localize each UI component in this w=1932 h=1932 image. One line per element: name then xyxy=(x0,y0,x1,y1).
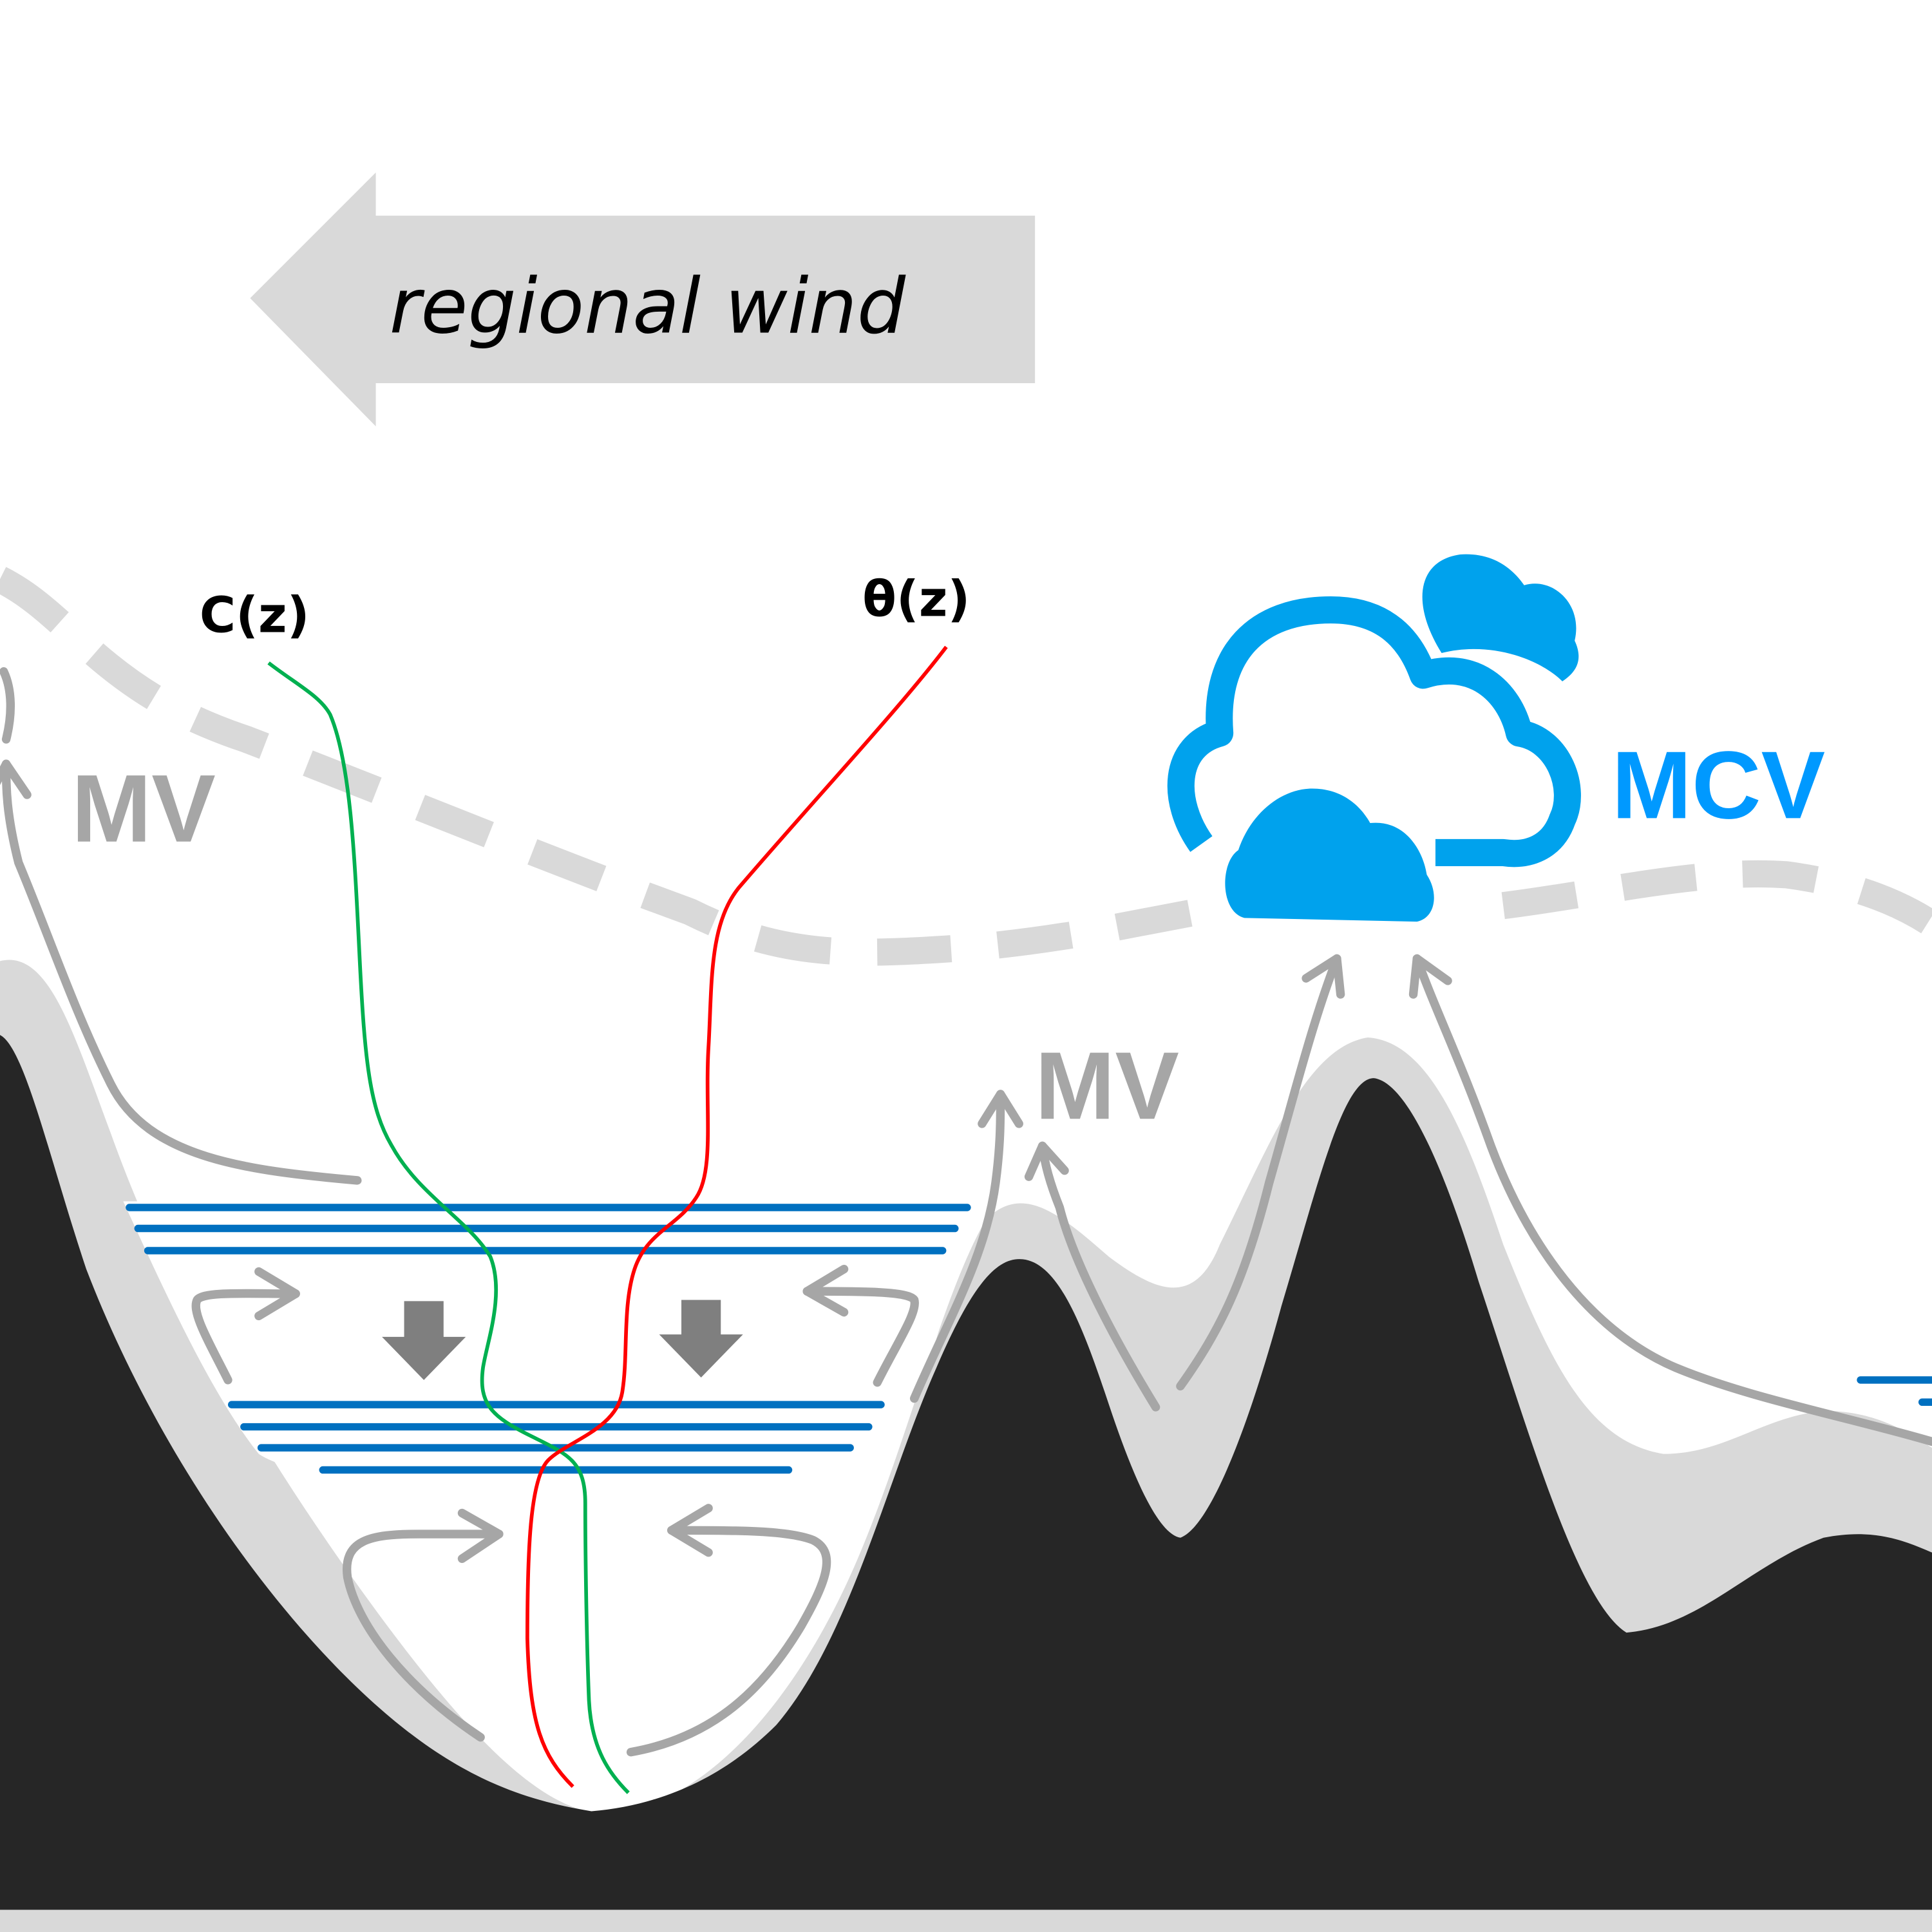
theta-profile-line xyxy=(526,645,948,1788)
valley-upper-air xyxy=(123,1201,974,1492)
down-arrow-icon xyxy=(659,1300,743,1378)
terrain xyxy=(0,1035,1932,1910)
regional-wind-label: regional wind xyxy=(390,262,906,351)
inversion-layers-right xyxy=(1857,1376,1932,1406)
mountain-venting-label-center: MV xyxy=(1035,1032,1179,1139)
arrowhead xyxy=(802,1264,849,1317)
boundary-layer-top-dashed-line xyxy=(0,567,1932,966)
arrowhead xyxy=(254,1267,300,1321)
recirculation-arrow-lower-left xyxy=(342,1530,504,1742)
arrowhead xyxy=(0,759,32,799)
left-arrow-icon xyxy=(250,172,1036,426)
down-arrow-icon xyxy=(382,1301,466,1380)
recirculation-arrow-upper-left xyxy=(191,1289,300,1385)
cloud-filled-icon xyxy=(1225,788,1434,922)
arrowhead xyxy=(1302,954,1345,999)
arrowhead xyxy=(457,1508,504,1563)
mountain-venting-label-left: MV xyxy=(71,755,216,862)
cloud-cluster-icon xyxy=(1167,554,1581,922)
flow-arrows xyxy=(0,667,1932,1757)
cloud-small-icon xyxy=(1422,554,1579,682)
mcv-label: MCV xyxy=(1612,731,1826,838)
concentration-profile-label: C(z) xyxy=(200,587,310,645)
inversion-layers-upper xyxy=(126,1204,971,1255)
arrowhead xyxy=(1408,954,1452,999)
upslope-flow-arrow-center-1 xyxy=(909,1090,1005,1403)
upslope-flow-arrow-center-2 xyxy=(1037,1141,1160,1412)
arrowhead xyxy=(667,1504,713,1557)
recirculation-arrow-left-upper xyxy=(0,667,15,744)
concentration-profile-line xyxy=(267,661,630,1794)
arrowhead xyxy=(978,1090,1023,1128)
recirculation-arrow-lower-right xyxy=(626,1526,831,1757)
upslope-flow-arrow-mcv-left xyxy=(1176,954,1341,1391)
upslope-flow-arrow-left xyxy=(1,759,362,1185)
cloud-outline-icon xyxy=(1167,596,1581,867)
regional-wind-arrow: regional wind xyxy=(250,172,1036,426)
upslope-flow-arrow-mcv-right xyxy=(1412,954,1932,1446)
arrowhead xyxy=(1024,1141,1069,1181)
recirculation-arrow-upper-right xyxy=(802,1287,919,1387)
theta-profile-label: θ(z) xyxy=(862,571,970,629)
subsidence-arrows xyxy=(382,1300,743,1380)
